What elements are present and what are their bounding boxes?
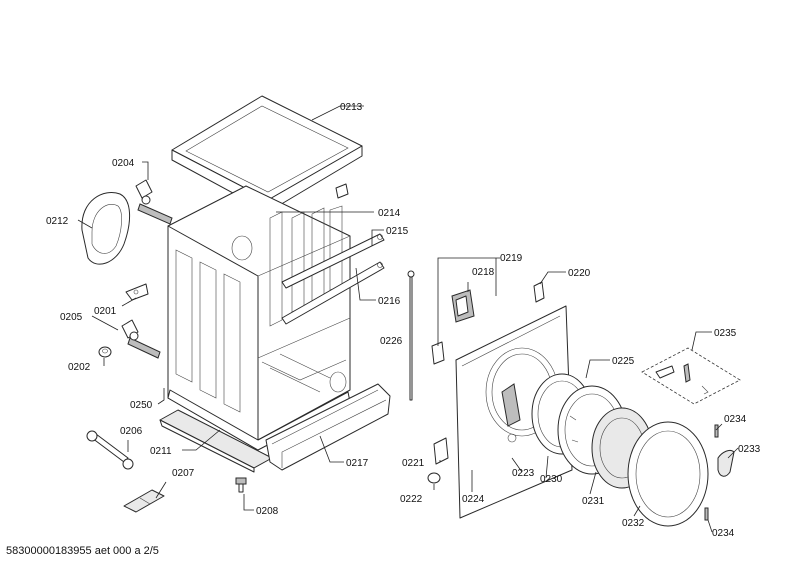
label-0231: 0231 bbox=[582, 496, 605, 507]
hinge-part[interactable] bbox=[433, 437, 449, 465]
base-plate-part[interactable] bbox=[159, 409, 273, 473]
rod-part[interactable] bbox=[407, 270, 415, 401]
clip-part[interactable] bbox=[335, 183, 349, 199]
cap-part[interactable] bbox=[98, 346, 112, 358]
label-0214: 0214 bbox=[378, 208, 401, 219]
round-cap-part[interactable] bbox=[427, 472, 441, 484]
pin-part-lower[interactable] bbox=[704, 507, 709, 521]
screw-foot-part[interactable] bbox=[235, 477, 247, 493]
label-0219: 0219 bbox=[500, 253, 523, 264]
door-ring-part[interactable] bbox=[627, 421, 709, 527]
label-0222: 0222 bbox=[400, 494, 423, 505]
label-0233: 0233 bbox=[738, 444, 761, 455]
document-footer-id: 58300000183955 aet 000 a 2/5 bbox=[6, 545, 159, 557]
bracket-part[interactable] bbox=[125, 283, 149, 301]
label-0201: 0201 bbox=[94, 306, 117, 317]
rear-cover-part[interactable] bbox=[81, 192, 130, 265]
label-0216: 0216 bbox=[378, 296, 401, 307]
label-0234-lower: 0234 bbox=[712, 528, 735, 539]
clip-small-part[interactable] bbox=[431, 281, 545, 365]
pin-part-upper[interactable] bbox=[714, 424, 719, 438]
label-0235: 0235 bbox=[714, 328, 737, 339]
hose-connector-lower[interactable] bbox=[121, 319, 161, 359]
label-0204: 0204 bbox=[112, 158, 135, 169]
label-0220: 0220 bbox=[568, 268, 591, 279]
label-0221: 0221 bbox=[402, 458, 425, 469]
small-parts-set[interactable] bbox=[641, 347, 741, 405]
label-0211: 0211 bbox=[150, 446, 172, 457]
foot-pad-part[interactable] bbox=[123, 489, 165, 513]
label-0212: 0212 bbox=[46, 216, 69, 227]
label-0250: 0250 bbox=[130, 400, 153, 411]
label-0232: 0232 bbox=[622, 518, 645, 529]
label-0205: 0205 bbox=[60, 312, 83, 323]
top-cover-part[interactable] bbox=[171, 95, 363, 213]
door-handle-part[interactable] bbox=[717, 449, 735, 477]
label-0218: 0218 bbox=[472, 267, 495, 278]
label-0213: 0213 bbox=[340, 102, 363, 113]
label-0224: 0224 bbox=[462, 494, 485, 505]
rail-bracket-part[interactable] bbox=[281, 233, 385, 325]
part-labels: 0213 0204 0212 0214 0215 0201 0205 0216 … bbox=[46, 102, 761, 539]
label-0226: 0226 bbox=[380, 336, 403, 347]
label-0206: 0206 bbox=[120, 426, 143, 437]
label-0207: 0207 bbox=[172, 468, 195, 479]
lock-module-part[interactable] bbox=[451, 289, 475, 323]
label-0225: 0225 bbox=[612, 356, 635, 367]
plinth-panel-part[interactable] bbox=[265, 383, 391, 471]
label-0230: 0230 bbox=[540, 474, 563, 485]
label-0202: 0202 bbox=[68, 362, 91, 373]
cabinet-housing-part[interactable] bbox=[167, 185, 351, 451]
label-0217: 0217 bbox=[346, 458, 369, 469]
leader-lines bbox=[77, 105, 739, 533]
wrench-tool-part[interactable] bbox=[86, 430, 134, 470]
hose-connector-upper[interactable] bbox=[135, 179, 173, 225]
label-0215: 0215 bbox=[386, 226, 409, 237]
label-0234-upper: 0234 bbox=[724, 414, 747, 425]
label-0223: 0223 bbox=[512, 468, 535, 479]
label-0208: 0208 bbox=[256, 506, 279, 517]
